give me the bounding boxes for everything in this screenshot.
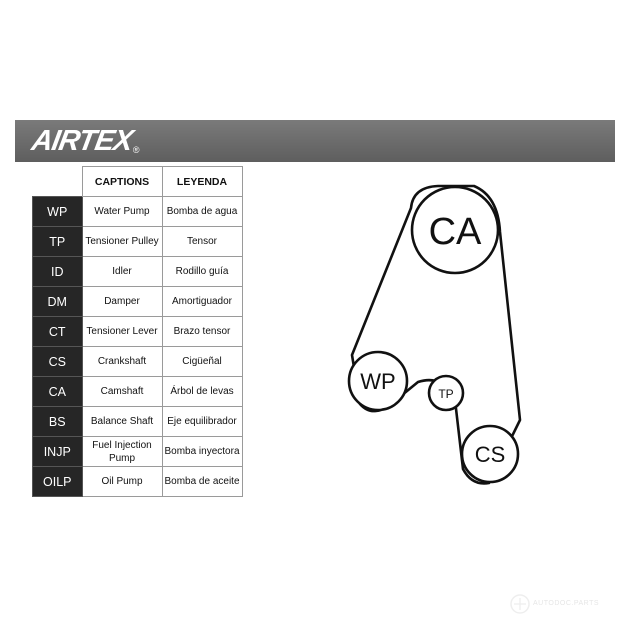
legend-blank-corner [32, 166, 82, 197]
legend-leyenda: Brazo tensor [161, 316, 243, 347]
legend-leyenda: Amortiguador [161, 286, 243, 317]
legend-row: OILP Oil Pump Bomba de aceite [32, 466, 243, 497]
cs-label: CS [475, 442, 506, 467]
water-pump-pulley: WP [347, 350, 409, 412]
legend-row: CA Camshaft Árbol de levas [32, 376, 243, 407]
legend-leyenda: Eje equilibrador [161, 406, 243, 437]
legend-leyenda: Cigüeñal [161, 346, 243, 377]
legend-table: CAPTIONS LEYENDA WP Water Pump Bomba de … [32, 166, 243, 497]
legend-header-row: CAPTIONS LEYENDA [32, 166, 243, 197]
legend-code: OILP [32, 466, 83, 497]
tensioner-pulley: TP [427, 374, 465, 412]
legend-code: CT [32, 316, 83, 347]
legend-leyenda: Bomba de agua [161, 196, 243, 227]
camshaft-pulley: CA [410, 185, 500, 275]
legend-row: BS Balance Shaft Eje equilibrador [32, 406, 243, 437]
header-banner [15, 120, 615, 162]
legend-code: INJP [32, 436, 83, 467]
legend-code: ID [32, 256, 83, 287]
watermark-text: AUTODOC.PARTS [533, 600, 600, 607]
ca-label: CA [429, 211, 482, 253]
legend-caption: Water Pump [81, 196, 163, 227]
leyenda-header: LEYENDA [161, 166, 243, 197]
crankshaft-pulley: CS [460, 424, 520, 484]
legend-row: TP Tensioner Pulley Tensor [32, 226, 243, 257]
airtex-logo: AIRTEX ® [29, 120, 140, 162]
legend-code: TP [32, 226, 83, 257]
legend-leyenda: Bomba de aceite [161, 466, 243, 497]
legend-leyenda: Rodillo guía [161, 256, 243, 287]
legend-row: CT Tensioner Lever Brazo tensor [32, 316, 243, 347]
legend-caption: Oil Pump [81, 466, 163, 497]
legend-caption: Tensioner Pulley [81, 226, 163, 257]
legend-leyenda: Tensor [161, 226, 243, 257]
watermark-logo-icon [510, 594, 530, 614]
legend-code: CS [32, 346, 83, 377]
legend-row: DM Damper Amortiguador [32, 286, 243, 317]
legend-row: CS Crankshaft Cigüeñal [32, 346, 243, 377]
legend-caption: Tensioner Lever [81, 316, 163, 347]
legend-leyenda: Árbol de levas [161, 376, 243, 407]
legend-row: WP Water Pump Bomba de agua [32, 196, 243, 227]
legend-row: ID Idler Rodillo guía [32, 256, 243, 287]
legend-code: BS [32, 406, 83, 437]
tp-label: TP [438, 387, 453, 401]
registered-mark: ® [132, 145, 140, 155]
legend-code: CA [32, 376, 83, 407]
legend-caption: Fuel Injection Pump [81, 436, 163, 467]
wp-label: WP [360, 369, 395, 394]
captions-header: CAPTIONS [81, 166, 163, 197]
legend-row: INJP Fuel Injection Pump Bomba inyectora [32, 436, 243, 467]
